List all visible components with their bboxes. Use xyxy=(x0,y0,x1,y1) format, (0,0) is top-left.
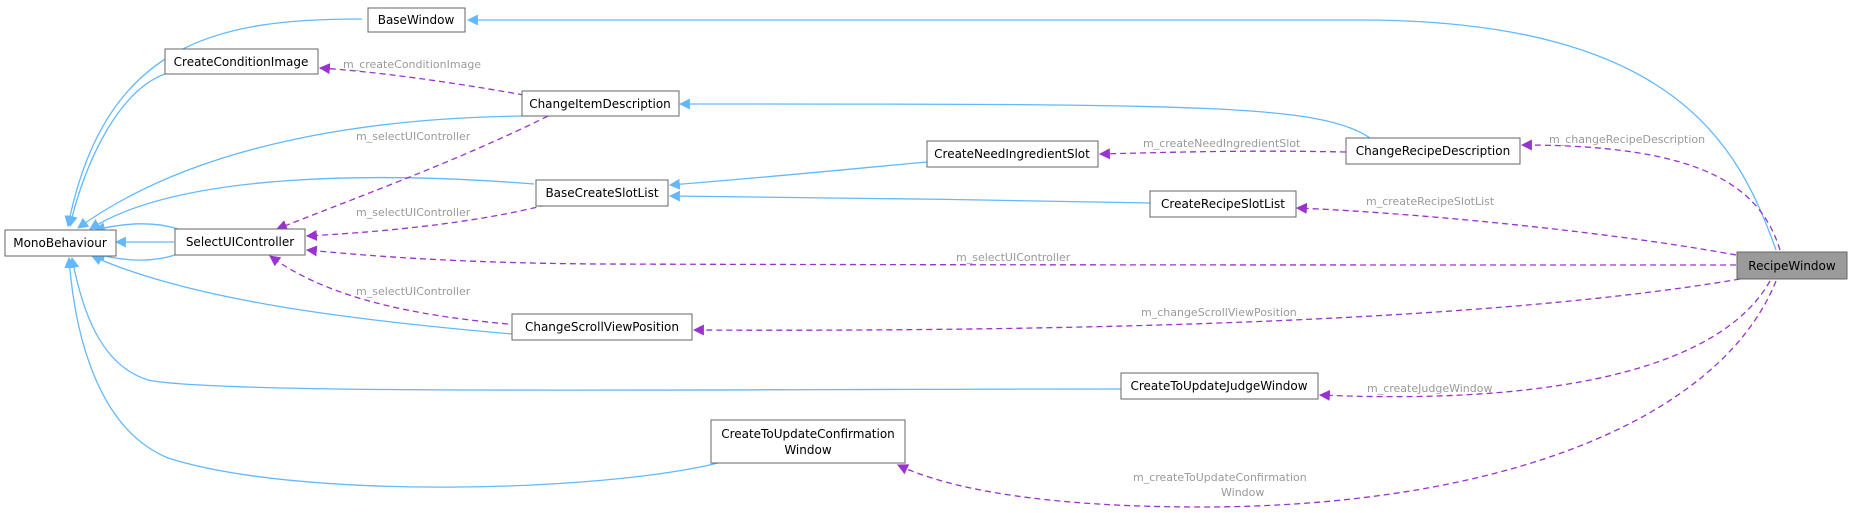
node-createrecipeslotlist[interactable]: CreateRecipeSlotList xyxy=(1149,190,1297,218)
node-box-current[interactable] xyxy=(1736,251,1848,280)
edge-m-createneedingredientslot xyxy=(1098,148,1347,160)
node-recipewindow[interactable]: RecipeWindow xyxy=(1736,251,1848,280)
edge-m-createtoupdateconfirmationwindow xyxy=(897,280,1777,508)
node-label: CreateNeedIngredientSlot xyxy=(934,147,1090,161)
node-label: ChangeRecipeDescription xyxy=(1356,144,1510,158)
edge-m-createconditionimage xyxy=(318,63,525,96)
edge-label-m-changerecipedescription: m_changeRecipeDescription xyxy=(1549,133,1705,146)
member-edges xyxy=(269,63,1781,508)
node-changeitemdescription[interactable]: ChangeItemDescription xyxy=(521,90,680,117)
node-box[interactable] xyxy=(521,90,680,117)
node-label: BaseCreateSlotList xyxy=(545,186,658,200)
edge-label-m-createjudgewindow: m_createJudgeWindow xyxy=(1367,382,1492,395)
node-createtoupdateconfirmationwindow[interactable]: CreateToUpdateConfirmation Window xyxy=(710,419,906,464)
node-label: RecipeWindow xyxy=(1748,259,1836,273)
edge-confirmationwindow-to-monobehaviour xyxy=(64,256,719,488)
node-box[interactable] xyxy=(4,229,117,257)
edge-label-m-selectuicontroller: m_selectUIController xyxy=(356,285,471,298)
node-basewindow[interactable]: BaseWindow xyxy=(367,7,466,33)
node-box[interactable] xyxy=(1149,190,1297,218)
node-box[interactable] xyxy=(174,228,306,256)
inheritance-edges xyxy=(64,14,1777,488)
edge-createrecipeslotlist-to-basecreateslotlist xyxy=(668,190,1151,204)
edge-changeitemdescription-to-monobehaviour xyxy=(77,115,523,229)
edge-m-createrecipeslotlist xyxy=(1295,202,1737,256)
edge-createconditionimage-to-monobehaviour xyxy=(66,73,166,228)
node-label: ChangeItemDescription xyxy=(529,97,671,111)
edge-label-m-createrecipeslotlist: m_createRecipeSlotList xyxy=(1366,195,1495,208)
edge-labels: m_createConditionImage m_selectUIControl… xyxy=(343,58,1705,499)
node-label: BaseWindow xyxy=(378,13,455,27)
node-changerecipedescription[interactable]: ChangeRecipeDescription xyxy=(1345,137,1521,165)
node-box[interactable] xyxy=(511,313,693,341)
edge-label-m-selectuicontroller: m_selectUIController xyxy=(956,251,1071,264)
edge-basecreateslotlist-to-monobehaviour xyxy=(89,176,535,230)
node-label: CreateConditionImage xyxy=(174,55,309,69)
edge-m-selectuicontroller-changescrollviewposition xyxy=(269,255,509,325)
node-createneedingredientslot[interactable]: CreateNeedIngredientSlot xyxy=(926,140,1099,168)
edge-m-createjudgewindow xyxy=(1318,280,1771,401)
edge-label-m-createconditionimage: m_createConditionImage xyxy=(343,58,481,71)
edge-label-m-selectuicontroller: m_selectUIController xyxy=(356,130,471,143)
edge-m-changescrollviewposition xyxy=(692,278,1741,336)
node-monobehaviour[interactable]: MonoBehaviour xyxy=(4,229,117,257)
node-box[interactable] xyxy=(367,7,466,33)
node-box[interactable] xyxy=(710,419,906,464)
edge-changerecipedescription-to-changeitemdescription xyxy=(678,98,1371,139)
edge-m-changerecipedescription xyxy=(1520,139,1781,251)
edge-m-selectuicontroller-basecreateslotlist xyxy=(305,204,547,241)
node-createconditionimage[interactable]: CreateConditionImage xyxy=(164,48,319,75)
node-label: CreateToUpdateConfirmation xyxy=(721,427,895,441)
node-label: CreateRecipeSlotList xyxy=(1161,197,1285,211)
node-box[interactable] xyxy=(1120,372,1319,400)
node-basecreateslotlist[interactable]: BaseCreateSlotList xyxy=(535,179,669,207)
edge-m-selectuicontroller-recipewindow xyxy=(305,245,1737,266)
node-createtoupdatejudgewindow[interactable]: CreateToUpdateJudgeWindow xyxy=(1120,372,1319,400)
edge-label-m-selectuicontroller: m_selectUIController xyxy=(356,206,471,219)
node-box[interactable] xyxy=(1345,137,1521,165)
nodes: MonoBehaviour BaseWindow CreateCondition… xyxy=(4,7,1848,464)
node-label: SelectUIController xyxy=(186,235,294,249)
node-label: ChangeScrollViewPosition xyxy=(525,320,679,334)
edge-label-m-changescrollviewposition: m_changeScrollViewPosition xyxy=(1141,306,1297,319)
edge-createtoupdatejudgewindow-to-monobehaviour xyxy=(68,256,1122,391)
node-box[interactable] xyxy=(926,140,1099,168)
edge-recipewindow-to-basewindow xyxy=(466,14,1777,251)
node-label: CreateToUpdateJudgeWindow xyxy=(1130,379,1307,393)
edge-m-selectuicontroller-changeitemdescription xyxy=(275,115,549,231)
node-label-line2: Window xyxy=(784,443,832,457)
node-box[interactable] xyxy=(164,48,319,75)
edge-label-m-createneedingredientslot: m_createNeedIngredientSlot xyxy=(1143,137,1301,150)
edge-changescrollviewposition-to-monobehaviour xyxy=(90,255,513,335)
edge-label-m-createtoupdateconfirmationwindow: m_createToUpdateConfirmation xyxy=(1133,471,1307,484)
node-label: MonoBehaviour xyxy=(13,236,107,250)
node-box[interactable] xyxy=(535,179,669,207)
edge-selectuicontroller-to-monobehaviour-upper xyxy=(93,222,179,234)
node-selectuicontroller[interactable]: SelectUIController xyxy=(174,228,306,256)
node-changescrollviewposition[interactable]: ChangeScrollViewPosition xyxy=(511,313,693,341)
edge-createneedingredientslot-to-basecreateslotlist xyxy=(668,161,928,190)
edge-label-m-createtoupdateconfirmationwindow-line2: Window xyxy=(1221,486,1264,499)
